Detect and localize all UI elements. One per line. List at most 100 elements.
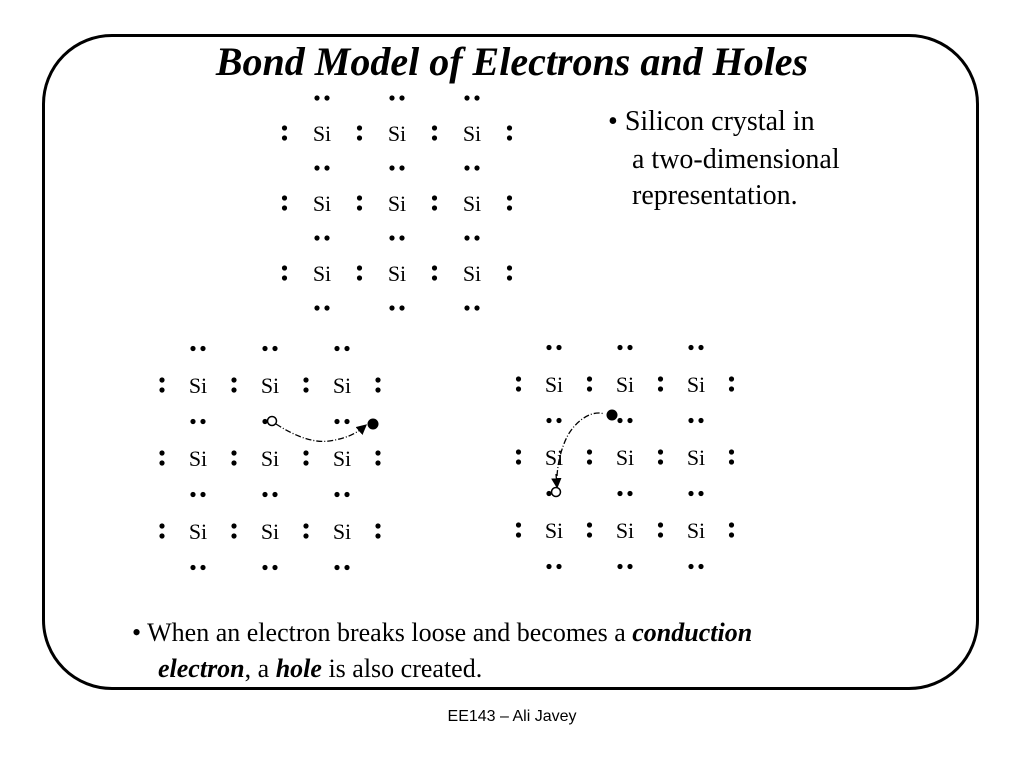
bond-electron: [159, 523, 165, 529]
bond-electron: [546, 563, 552, 570]
bond-electron: [334, 564, 340, 571]
free-electron-right: [367, 418, 379, 430]
bond-electron: [627, 490, 633, 497]
bond-electron: [356, 275, 363, 281]
si-atom: Si: [545, 445, 563, 470]
bond-electron: [324, 305, 330, 311]
bond-electron: [431, 265, 438, 271]
bond-electron: [506, 205, 513, 211]
si-atom: Si: [687, 445, 705, 470]
bond-electron: [586, 522, 593, 528]
bond-electron: [464, 305, 470, 311]
bond-electron: [375, 377, 381, 383]
bond-electron: [314, 305, 320, 311]
bond-electron: [431, 275, 438, 281]
si-atom: Si: [388, 121, 406, 146]
bond-electron: [617, 490, 623, 497]
bond-electron: [231, 523, 237, 529]
bond-electron: [586, 376, 593, 382]
bullet-line-2: a two-dimensional: [632, 144, 840, 175]
bond-electron: [586, 532, 593, 538]
bond-electron: [389, 95, 395, 101]
bond-electron: [515, 376, 522, 382]
bond-electron: [698, 490, 704, 497]
si-atom: Si: [687, 518, 705, 543]
bond-electron: [324, 165, 330, 171]
bond-electron: [281, 205, 288, 211]
bullet-text-3: is also created.: [321, 654, 483, 683]
bond-electron: [464, 95, 470, 101]
bond-electron: [474, 235, 480, 241]
footer-credit: EE143 – Ali Javey: [447, 708, 577, 725]
bullet-text-2: , a: [244, 654, 276, 683]
bond-electron: [262, 418, 268, 425]
bond-electron: [231, 387, 237, 393]
si-atom: Si: [333, 446, 351, 471]
bond-electron: [159, 450, 165, 456]
bond-electron: [431, 135, 438, 141]
free-electron-up: [606, 409, 618, 421]
term-electron: electron: [158, 654, 245, 683]
bullet-marker: •: [132, 618, 142, 647]
bond-electron: [515, 386, 522, 392]
bond-electron: [344, 345, 350, 352]
bond-electron: [617, 563, 623, 570]
si-atom: Si: [463, 191, 481, 216]
bullet-marker: •: [608, 106, 618, 137]
bond-electron: [657, 459, 664, 465]
arrow-up-head: [551, 473, 562, 489]
bond-electron: [281, 275, 288, 281]
bond-electron: [389, 165, 395, 171]
bond-electron: [627, 563, 633, 570]
si-atom: Si: [313, 191, 331, 216]
electron-transition-up: [550, 409, 618, 498]
bond-electron: [657, 386, 664, 392]
bond-electron: [262, 491, 268, 498]
bond-electron: [688, 563, 694, 570]
bond-electron: [556, 563, 562, 570]
bond-electron: [303, 523, 309, 529]
bond-electron: [698, 563, 704, 570]
bond-electron: [200, 564, 206, 571]
bond-electron: [262, 564, 268, 571]
si-atom: Si: [463, 261, 481, 286]
bond-electron: [617, 344, 623, 351]
bond-electron: [356, 195, 363, 201]
bond-electron: [303, 450, 309, 456]
bond-electron: [586, 386, 593, 392]
bond-electron: [617, 417, 623, 424]
bond-electron: [657, 449, 664, 455]
si-atom: Si: [189, 446, 207, 471]
bond-electron: [389, 305, 395, 311]
bond-electron: [303, 533, 309, 539]
bond-electron: [399, 95, 405, 101]
bond-electron: [190, 345, 196, 352]
si-atom: Si: [189, 373, 207, 398]
bond-electron: [688, 490, 694, 497]
electron-transition-right: [266, 415, 379, 443]
bond-electron: [474, 305, 480, 311]
bond-electron: [375, 450, 381, 456]
bond-electron: [356, 125, 363, 131]
bond-electron: [375, 523, 381, 529]
bond-electron: [431, 195, 438, 201]
bond-electron: [272, 491, 278, 498]
bond-electron: [688, 417, 694, 424]
bond-electron: [389, 235, 395, 241]
bond-electron: [375, 460, 381, 466]
bullet-text-1: When an electron breaks loose and become…: [141, 618, 633, 647]
bond-electron: [474, 165, 480, 171]
bullet-line-3: representation.: [632, 180, 798, 211]
bond-electron: [281, 265, 288, 271]
bond-electron: [506, 265, 513, 271]
si-atom: Si: [189, 519, 207, 544]
bond-electron: [431, 205, 438, 211]
si-atom: Si: [545, 518, 563, 543]
bond-electron: [586, 449, 593, 455]
si-atom: Si: [388, 191, 406, 216]
bond-electron: [200, 491, 206, 498]
bond-electron: [698, 344, 704, 351]
